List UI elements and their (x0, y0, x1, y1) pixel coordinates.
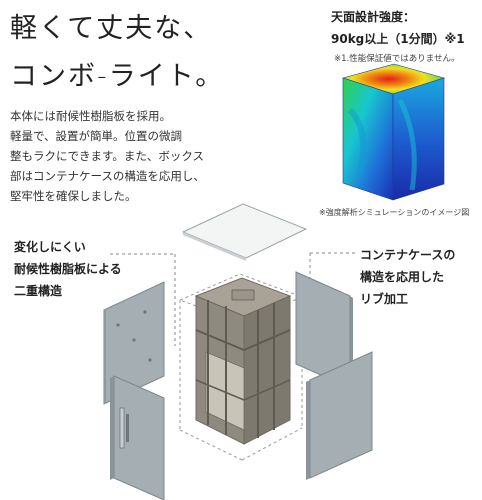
rib-structure (194, 277, 292, 445)
callout-line: 二重構造 (14, 284, 63, 298)
callout-line: 変化しにくい (14, 240, 86, 254)
callout-rib-processing: コンテナケースの 構造を応用した リブ加工 (360, 244, 455, 310)
strength-value: 90kg以上（1分間）※1 (331, 32, 465, 46)
description-line: 部はコンテナケースの構造を応用し、 (10, 169, 205, 183)
callout-line: コンテナケースの (360, 248, 456, 262)
callout-lines (110, 252, 355, 346)
right-side-panel (295, 271, 353, 390)
callout-line: リブ加工 (360, 292, 409, 306)
headline-line-2: コンボ-ライト。 (10, 61, 225, 92)
right-front-panel (306, 351, 373, 480)
callout-double-structure: 変化しにくい 耐候性樹脂板による 二重構造 (14, 236, 122, 302)
left-back-panel (103, 281, 165, 405)
callout-line: 耐候性樹脂板による (14, 262, 122, 276)
description-line: 本体には耐候性樹脂板を採用。 (10, 109, 171, 123)
strength-title: 天面設計強度： (331, 10, 416, 24)
description-line: 整もラクにできます。また、ボックス (10, 149, 205, 163)
description-line: 堅牢性を確保しました。 (10, 189, 137, 203)
simulation-caption: ※強度解析シミュレーションのイメージ図 (319, 208, 470, 217)
description-line: 軽量で、設置が簡単。位置の微調 (10, 129, 183, 143)
callout-line: 構造を応用した (360, 270, 445, 284)
headline-line-1: 軽くて丈夫な、 (10, 13, 213, 44)
stress-simulation-image (341, 63, 446, 201)
description-text: 本体には耐候性樹脂板を採用。 軽量で、設置が簡単。位置の微調 整もラクにできます… (10, 106, 230, 206)
lid-panel (181, 203, 308, 259)
strength-footnote: ※1.性能保証値ではありません。 (334, 54, 460, 64)
left-door-panel (110, 375, 165, 500)
